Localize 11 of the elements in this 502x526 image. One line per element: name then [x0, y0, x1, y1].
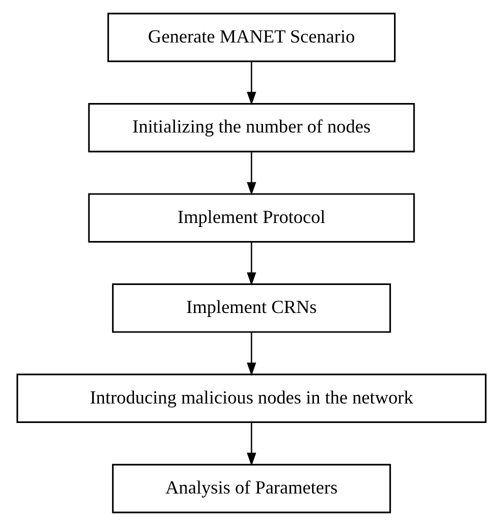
node-box: Generate MANET Scenario — [106, 12, 396, 62]
node-box: Implement Protocol — [88, 193, 414, 243]
node-box: Analysis of Parameters — [112, 464, 390, 514]
node-box: Implement CRNs — [112, 283, 390, 333]
node-box: Introducing malicious nodes in the network — [16, 374, 486, 424]
node-box: Initializing the number of nodes — [88, 102, 414, 152]
arrow — [246, 152, 256, 196]
arrow — [246, 62, 256, 106]
arrow — [246, 422, 256, 466]
arrow — [246, 332, 256, 376]
arrow — [246, 242, 256, 286]
